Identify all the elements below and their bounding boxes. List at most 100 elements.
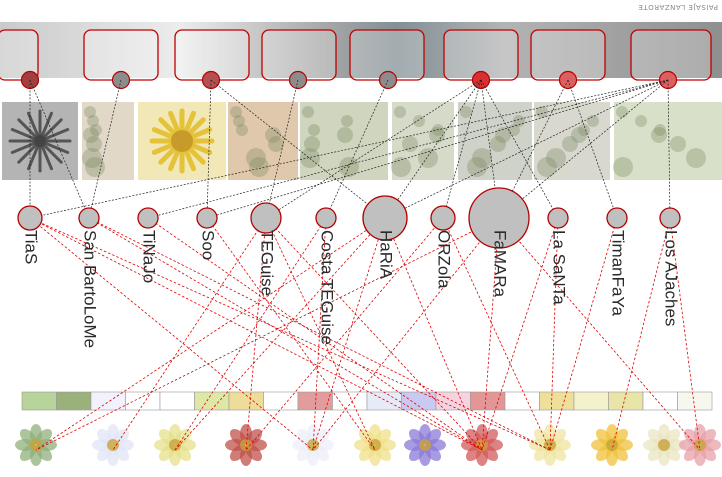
color-strip-segment <box>435 391 471 411</box>
color-strip-segment <box>539 391 575 411</box>
color-strip-segment <box>125 391 161 411</box>
municipality-label: La SaNTa <box>550 230 569 305</box>
landscape-link <box>498 79 669 219</box>
flower-link <box>265 217 376 451</box>
color-strip-segment <box>228 391 264 411</box>
color-strip-segment <box>332 391 368 411</box>
flower-link <box>88 217 483 451</box>
flower-link <box>88 217 551 451</box>
flower-link <box>265 217 483 451</box>
municipality-node <box>196 207 218 229</box>
color-strip <box>21 391 713 411</box>
shrub-icon <box>613 106 706 177</box>
landscape-link <box>88 79 122 219</box>
municipality-label: TiaS <box>22 230 41 264</box>
municipality-label: Soo <box>199 230 218 260</box>
municipality-label: Costa TEGuise <box>318 230 337 345</box>
plant-photo <box>228 102 298 180</box>
landscape-link <box>265 79 482 219</box>
landscape-link <box>480 79 559 219</box>
color-strip-segment <box>504 391 540 411</box>
color-strip-segment <box>642 391 678 411</box>
municipality-node <box>78 207 100 229</box>
flower-link <box>384 217 483 451</box>
municipality-node <box>430 205 456 231</box>
municipality-node <box>362 195 408 241</box>
plant-photo <box>392 102 454 180</box>
yellow-star-flower-icon <box>154 424 196 466</box>
flower-photo-row <box>15 424 721 466</box>
municipality-node <box>315 207 337 229</box>
municipality-node <box>468 187 530 249</box>
municipality-label: FaMARa <box>491 230 510 298</box>
red-thistle-icon <box>225 424 267 466</box>
flower-link <box>312 217 500 451</box>
landscape-link <box>325 79 389 219</box>
flower-link <box>245 217 267 451</box>
flower-link <box>35 217 386 451</box>
flower-link <box>206 217 376 451</box>
lichen-icon <box>391 106 445 177</box>
flower-links <box>29 217 701 451</box>
municipality-node <box>137 207 159 229</box>
sunflower-icon <box>149 108 215 174</box>
flower-link <box>312 217 327 451</box>
color-strip-segment <box>159 391 195 411</box>
plant-photo-row <box>2 102 722 180</box>
plant-photo <box>534 102 610 180</box>
landscape-link <box>147 79 669 219</box>
shrub-icon <box>460 106 525 177</box>
plant-photo <box>614 102 722 180</box>
municipality-label: HaRiA <box>377 230 396 280</box>
municipality-label: TiNaJo <box>140 230 159 283</box>
landscape-link <box>498 79 569 219</box>
pale-daisy-icon <box>643 424 685 466</box>
purple-iris-icon <box>404 424 446 466</box>
color-strip-segment <box>366 391 402 411</box>
landscape-link <box>29 79 669 219</box>
municipality-node <box>547 207 569 229</box>
flower-link <box>481 217 500 451</box>
municipality-node <box>606 207 628 229</box>
pink-flower-icon <box>679 424 721 466</box>
flower-link <box>245 217 444 451</box>
landscape-frames <box>0 29 712 90</box>
shrub-icon <box>536 106 599 177</box>
color-strip-segment <box>194 391 230 411</box>
landscape-link <box>442 79 482 219</box>
landscape-link <box>384 79 482 219</box>
municipality-label: ORZola <box>435 230 454 289</box>
flower-link <box>29 217 483 451</box>
agave-icon <box>8 109 72 173</box>
succulent-icon <box>230 106 284 177</box>
sunflower-icon <box>591 424 633 466</box>
plant-photo <box>300 102 388 180</box>
flower-link <box>498 217 701 451</box>
landscape-link <box>29 79 90 219</box>
flower-link <box>174 217 327 451</box>
color-strip-segment <box>21 391 57 411</box>
flower-link <box>442 217 551 451</box>
landscape-frame <box>0 29 39 81</box>
flower-link <box>112 217 267 451</box>
dry-plant-icon <box>82 106 105 177</box>
green-succulent-flower-icon <box>15 424 57 466</box>
flower-link <box>35 217 500 451</box>
flower-link <box>481 217 559 451</box>
plant-photo <box>458 102 532 180</box>
municipality-node <box>17 205 43 231</box>
municipality-label: San BartoLoMe <box>81 230 100 348</box>
color-strip-segment <box>401 391 437 411</box>
landscape-links <box>29 79 671 219</box>
municipality-label: TimanFaYa <box>609 230 628 317</box>
landscape-link <box>265 79 299 219</box>
flower-link <box>29 217 314 451</box>
municipality-node <box>659 207 681 229</box>
flower-link <box>611 217 671 451</box>
color-strip-segment <box>56 391 92 411</box>
color-strip-segment <box>573 391 609 411</box>
plant-photo <box>82 102 134 180</box>
